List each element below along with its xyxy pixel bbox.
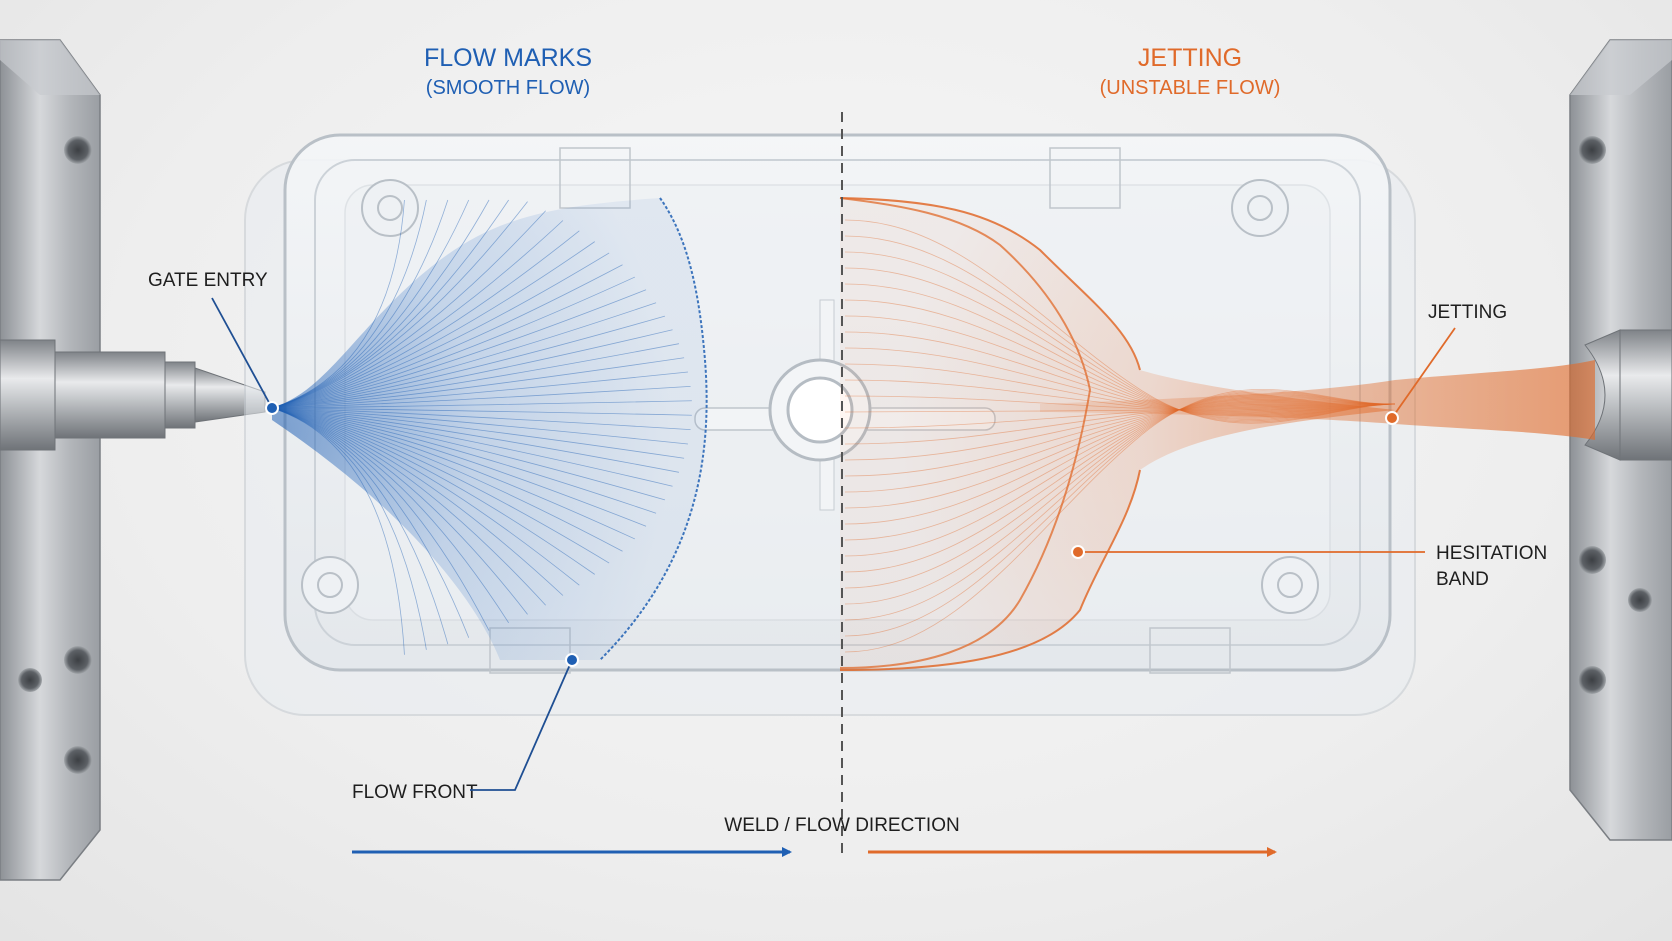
corner-boss xyxy=(1231,179,1289,237)
flow-front-edge xyxy=(599,197,708,661)
smooth-flow-region xyxy=(271,197,708,661)
corner-boss xyxy=(1261,556,1319,614)
flow-front-label: FLOW FRONT xyxy=(352,782,478,803)
right-heading-subtitle: (UNSTABLE FLOW) xyxy=(1100,77,1281,99)
bolt-hole xyxy=(1578,136,1606,164)
bolt-hole xyxy=(1578,666,1606,694)
left-injection-nozzle xyxy=(0,339,266,451)
callout-gate-entry: GATE ENTRY xyxy=(148,270,279,415)
right-heading-title: JETTING xyxy=(1138,44,1242,72)
left-mold-block xyxy=(0,39,101,881)
right-injection-nozzle xyxy=(1584,329,1672,461)
bolt-hole xyxy=(64,746,92,774)
hesitation-band-label-line2: BAND xyxy=(1436,569,1489,590)
bolt-hole xyxy=(64,136,92,164)
callout-flow-front: FLOW FRONT xyxy=(352,653,579,803)
callout-jetting: JETTING xyxy=(1385,302,1507,425)
bolt-hole xyxy=(18,668,42,692)
corner-boss xyxy=(361,179,419,237)
bolt-hole xyxy=(1628,588,1652,612)
corner-boss xyxy=(301,556,359,614)
left-heading-title: FLOW MARKS xyxy=(424,44,592,72)
smooth-flow-lines xyxy=(271,199,692,655)
unstable-flow-region xyxy=(839,197,1595,671)
jetting-label: JETTING xyxy=(1428,302,1507,323)
bolt-hole xyxy=(1578,546,1606,574)
callout-hesitation-band: HESITATION BAND xyxy=(1071,543,1547,590)
bolt-hole xyxy=(64,646,92,674)
direction-label: WELD / FLOW DIRECTION xyxy=(724,815,959,836)
left-heading-subtitle: (SMOOTH FLOW) xyxy=(426,77,590,99)
jet-stream xyxy=(1040,360,1595,440)
hesitation-band-label-line1: HESITATION xyxy=(1436,543,1547,564)
gate-entry-label: GATE ENTRY xyxy=(148,270,268,291)
